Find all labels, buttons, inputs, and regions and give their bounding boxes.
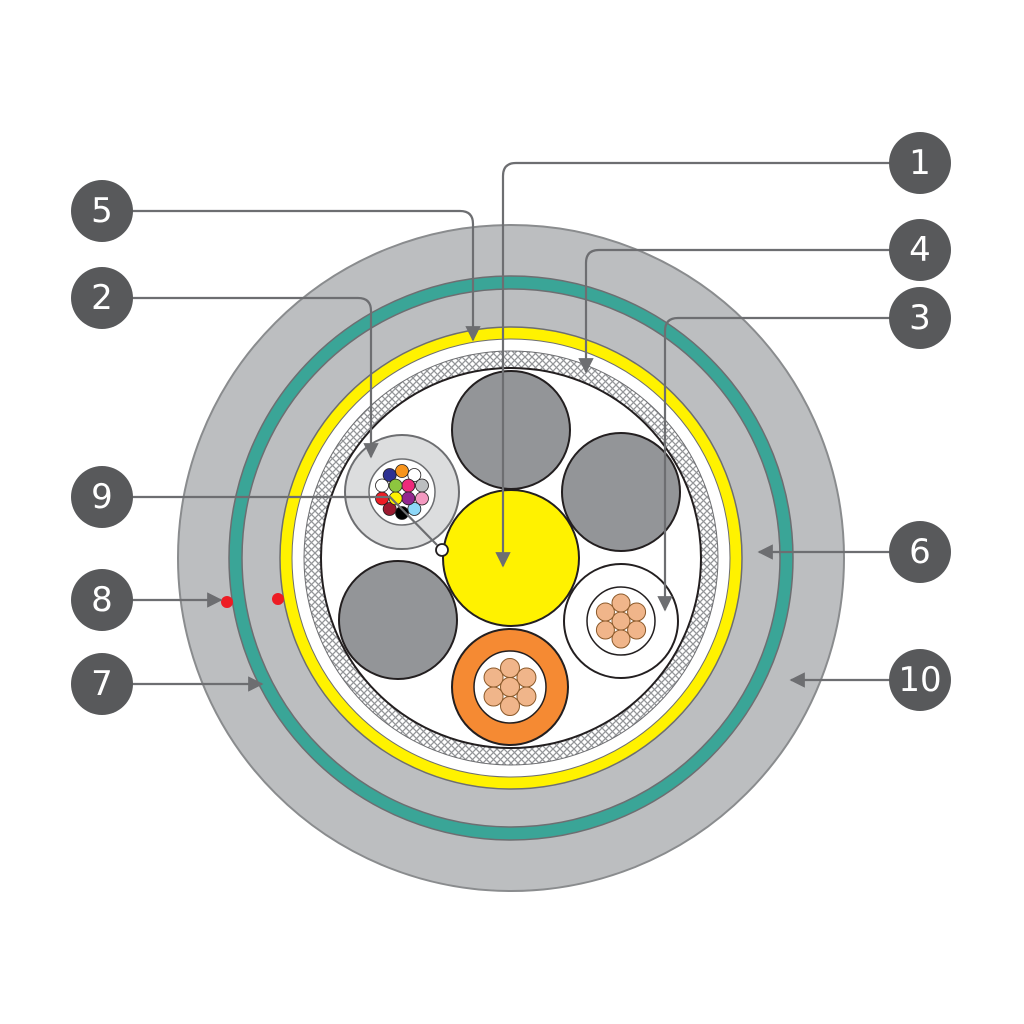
callout-2-label: 2 xyxy=(91,278,113,318)
copper-strand xyxy=(483,667,504,688)
optical-fiber xyxy=(395,464,409,478)
optical-fiber xyxy=(375,491,389,506)
copper-strand xyxy=(483,686,504,707)
callout-3: 3 xyxy=(889,287,951,349)
copper-strand xyxy=(500,677,520,697)
copper-strand xyxy=(611,611,631,631)
callout-6-label: 6 xyxy=(909,532,931,572)
callout-2: 2 xyxy=(71,267,133,329)
copper-strand xyxy=(611,593,631,613)
optical-fiber xyxy=(382,502,397,516)
grey-core-left xyxy=(338,560,458,680)
callout-8: 8 xyxy=(71,569,133,631)
callout-4: 4 xyxy=(889,219,951,281)
copper-strand xyxy=(595,620,615,640)
optical-fiber xyxy=(375,478,389,493)
leader-2 xyxy=(132,296,379,459)
optical-fiber xyxy=(395,506,409,520)
optical-fiber xyxy=(415,478,429,493)
optical-fiber xyxy=(401,478,416,493)
callout-9: 9 xyxy=(71,466,133,528)
copper-strand xyxy=(516,686,537,707)
leader-4 xyxy=(578,248,890,374)
red-marker-outer xyxy=(221,596,233,608)
orange-core-conductor xyxy=(483,658,537,716)
callout-3-label: 3 xyxy=(909,298,931,338)
leader-9 xyxy=(132,495,438,546)
leader-9-endpoint xyxy=(435,543,449,557)
copper-strand xyxy=(500,696,520,716)
optical-fiber xyxy=(407,468,422,482)
optical-fiber xyxy=(401,491,416,506)
copper-strand xyxy=(627,602,647,622)
callout-10: 10 xyxy=(889,649,951,711)
red-marker-inner xyxy=(272,593,284,605)
grey-core-right xyxy=(561,432,681,552)
optical-fiber xyxy=(407,502,422,516)
white-core-conductor xyxy=(595,593,647,649)
copper-strand xyxy=(611,629,631,649)
leader-3 xyxy=(657,316,890,612)
callout-1: 1 xyxy=(889,132,951,194)
optical-fiber xyxy=(388,478,403,493)
callout-5: 5 xyxy=(71,180,133,242)
copper-strand xyxy=(516,667,537,688)
center-core xyxy=(442,489,580,627)
copper-strand xyxy=(627,620,647,640)
callout-7: 7 xyxy=(71,653,133,715)
leader-1 xyxy=(495,161,890,568)
callout-8-label: 8 xyxy=(91,580,113,620)
leader-5 xyxy=(132,209,481,342)
copper-strand xyxy=(500,658,520,678)
leader-lines xyxy=(132,161,890,692)
callout-7-label: 7 xyxy=(91,664,113,704)
callout-10-label: 10 xyxy=(898,660,941,700)
optical-fibers xyxy=(375,464,429,520)
callout-5-label: 5 xyxy=(91,191,113,231)
callout-9-label: 9 xyxy=(91,477,113,517)
cores xyxy=(338,370,681,746)
grey-core-top xyxy=(451,370,571,490)
optical-fiber xyxy=(382,468,397,482)
callout-4-label: 4 xyxy=(909,230,931,270)
callout-6: 6 xyxy=(889,521,951,583)
copper-strand xyxy=(595,602,615,622)
callout-badges: 1 4 3 6 10 5 2 9 xyxy=(71,132,951,715)
callout-1-label: 1 xyxy=(909,143,931,183)
optical-fiber xyxy=(415,491,429,506)
